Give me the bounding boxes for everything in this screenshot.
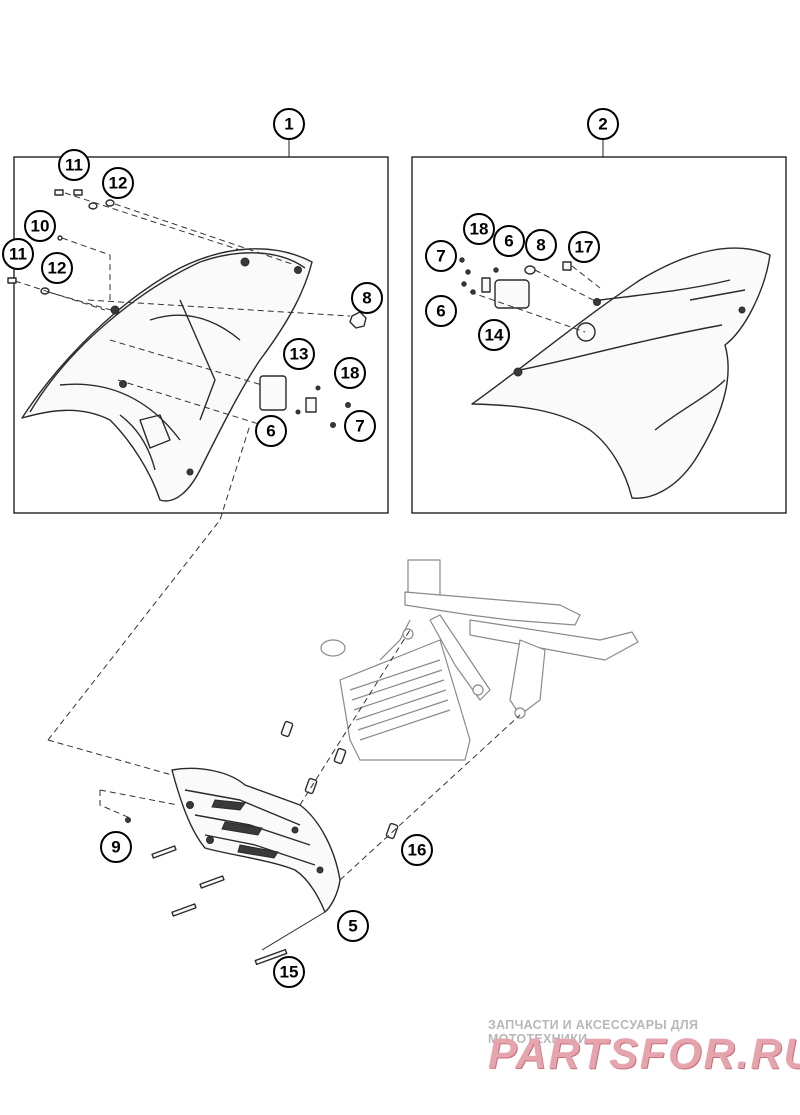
svg-text:7: 7 — [436, 247, 445, 266]
svg-text:11: 11 — [9, 245, 27, 264]
callout-15: 15 — [273, 956, 305, 988]
svg-text:13: 13 — [290, 345, 309, 364]
svg-text:1: 1 — [284, 115, 293, 134]
svg-text:10: 10 — [31, 217, 50, 236]
callout-18: 18 — [334, 357, 366, 389]
callout-11: 11 — [58, 149, 90, 181]
svg-text:14: 14 — [485, 326, 504, 345]
watermark-tagline: ЗАПЧАСТИ И АКСЕССУАРЫ ДЛЯ МОТОТЕХНИКИ — [488, 1018, 699, 1046]
callout-10: 10 — [24, 210, 56, 242]
svg-text:15: 15 — [280, 963, 299, 982]
callout-1: 1 — [273, 108, 305, 140]
group-box-2 — [411, 156, 787, 514]
svg-text:16: 16 — [408, 841, 427, 860]
svg-text:6: 6 — [504, 232, 513, 251]
callout-17: 17 — [568, 231, 600, 263]
callout-9: 9 — [100, 831, 132, 863]
svg-text:18: 18 — [470, 220, 489, 239]
svg-text:18: 18 — [341, 364, 360, 383]
callout-12b: 12 — [41, 252, 73, 284]
svg-text:8: 8 — [362, 289, 371, 308]
callout-11b: 11 — [2, 238, 34, 270]
svg-text:7: 7 — [355, 417, 364, 436]
svg-text:8: 8 — [536, 236, 545, 255]
bolts-lower — [125, 720, 399, 966]
lower-cover — [171, 767, 341, 913]
callout-6: 6 — [255, 415, 287, 447]
frame-radiator-background — [320, 559, 639, 761]
svg-text:17: 17 — [575, 238, 594, 257]
svg-text:6: 6 — [436, 302, 445, 321]
watermark-brand: PARTSFOR.RU — [488, 1030, 800, 1078]
side-panel-left — [21, 248, 313, 502]
hardware-right — [459, 257, 572, 309]
svg-text:6: 6 — [266, 422, 275, 441]
callout-16: 16 — [401, 834, 433, 866]
callout-13: 13 — [283, 338, 315, 370]
callout-7: 7 — [344, 410, 376, 442]
svg-text:11: 11 — [65, 156, 83, 175]
svg-text:2: 2 — [598, 115, 607, 134]
callout-2: 2 — [587, 108, 619, 140]
group-box-1 — [13, 156, 389, 514]
side-panel-right — [471, 247, 771, 499]
callout-14: 14 — [478, 319, 510, 351]
callout-8b: 8 — [525, 229, 557, 261]
hardware-left — [7, 189, 367, 428]
callout-6c: 6 — [425, 295, 457, 327]
callout-6b: 6 — [493, 225, 525, 257]
callout-5: 5 — [337, 910, 369, 942]
svg-text:12: 12 — [48, 259, 67, 278]
svg-text:5: 5 — [348, 917, 357, 936]
svg-text:12: 12 — [109, 174, 128, 193]
callout-12: 12 — [102, 167, 134, 199]
svg-text:9: 9 — [111, 838, 120, 857]
callout-18b: 18 — [463, 213, 495, 245]
callout-8: 8 — [351, 282, 383, 314]
callout-7b: 7 — [425, 240, 457, 272]
